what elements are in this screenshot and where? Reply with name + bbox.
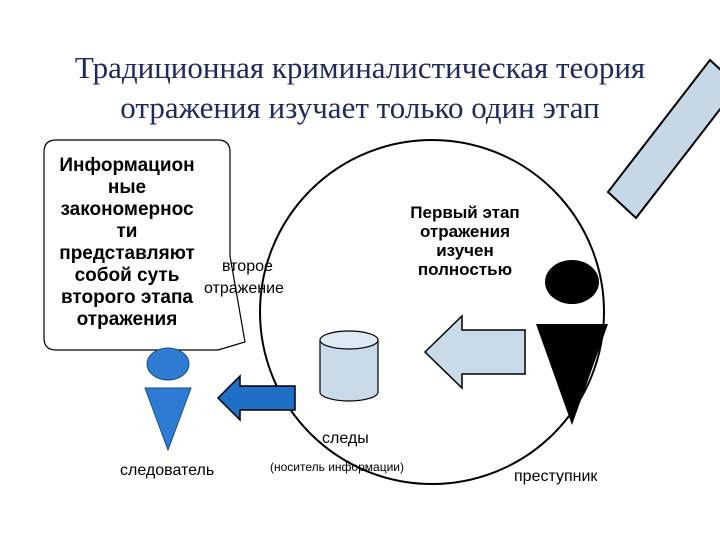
callout-line: ти [116, 221, 138, 242]
callout-text: Информацион ные закономернос ти представ… [34, 155, 220, 331]
magnifier-lens [259, 139, 605, 485]
callout-line: отражения [76, 309, 178, 330]
callout-line: закономернос [60, 199, 194, 220]
callout-line: представляют [59, 243, 195, 264]
callout-line: ные [107, 177, 147, 198]
callout-line: собой суть [74, 265, 180, 286]
callout-line: Информацион [59, 155, 195, 176]
investigator-head [146, 347, 190, 381]
traces-cylinder-icon [319, 330, 379, 402]
title-line-1: Традиционная криминалистическая теория [74, 50, 646, 85]
first-stage-line: отражения [419, 222, 511, 241]
criminal-body [536, 324, 608, 425]
first-stage-line: Первый этап [410, 203, 520, 222]
second-reflection-label-1: второе [222, 258, 273, 275]
first-stage-line: полностью [417, 260, 513, 279]
speech-callout [43, 139, 246, 351]
criminal-head [545, 260, 599, 304]
traces-label: следы [322, 430, 369, 447]
first-stage-line: изучен [436, 241, 494, 260]
investigator-label: следователь [120, 462, 215, 479]
title-line-2: отражения изучает только один этап [120, 90, 600, 125]
callout-line: второго этапа [60, 287, 193, 308]
first-reflection-arrow [423, 314, 526, 390]
second-reflection-label-2: отражение [204, 280, 284, 297]
criminal-label: преступник [514, 468, 598, 485]
investigator-body [144, 387, 192, 452]
slide-title: Традиционная криминалистическая теория о… [20, 48, 700, 128]
magnifier-handle [606, 58, 720, 220]
carrier-label: (носитель информации) [270, 460, 404, 474]
first-stage-label: Первый этап отражения изучен полностью [392, 203, 538, 279]
second-reflection-arrow [216, 374, 296, 422]
